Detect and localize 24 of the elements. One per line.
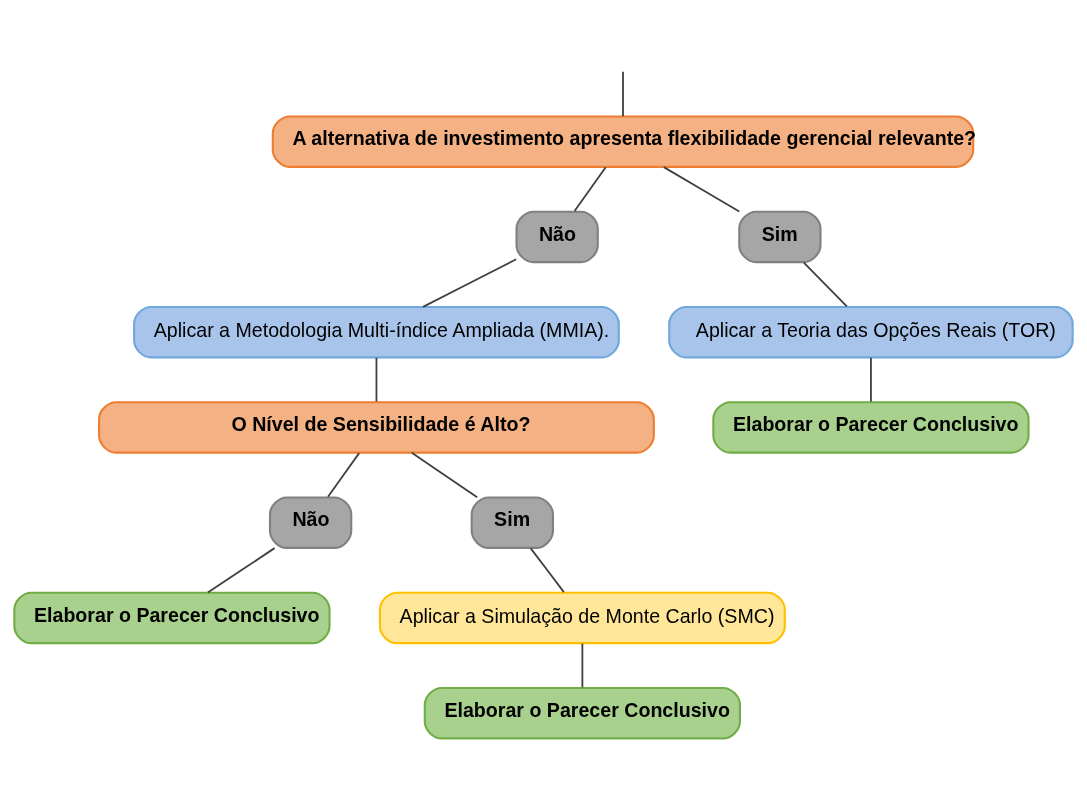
node-box: Aplicar a Simulação de Monte Carlo (SMC): [378, 591, 786, 645]
connector: [573, 166, 607, 212]
connector: [410, 451, 479, 499]
connector: [529, 547, 565, 593]
connector: [662, 166, 741, 213]
node-box: Aplicar a Metodologia Multi-índice Ampliada (MMIA).: [133, 305, 620, 359]
node-box: Elaborar o Parecer Conclusivo: [13, 591, 331, 645]
connector: [581, 642, 584, 689]
node-box: Sim: [738, 210, 822, 264]
node-box: Aplicar a Teoria das Opções Reais (TOR): [668, 305, 1074, 359]
connector: [327, 452, 361, 498]
connector: [375, 356, 378, 403]
node-box: Não: [268, 496, 353, 549]
connector: [422, 258, 518, 308]
connector: [870, 356, 872, 403]
connector: [802, 261, 848, 308]
node-box: O Nível de Sensibilidade é Alto?: [98, 401, 655, 454]
node-box: Sim: [470, 496, 554, 549]
connector: [206, 547, 276, 594]
node-box: A alternativa de investimento apresenta flexibilidade gerencial relevante?: [271, 115, 975, 168]
node-box: Elaborar o Parecer Conclusivo: [423, 686, 741, 740]
node-box: Não: [515, 210, 599, 264]
connector: [622, 70, 624, 118]
node-box: Elaborar o Parecer Conclusivo: [712, 401, 1030, 454]
